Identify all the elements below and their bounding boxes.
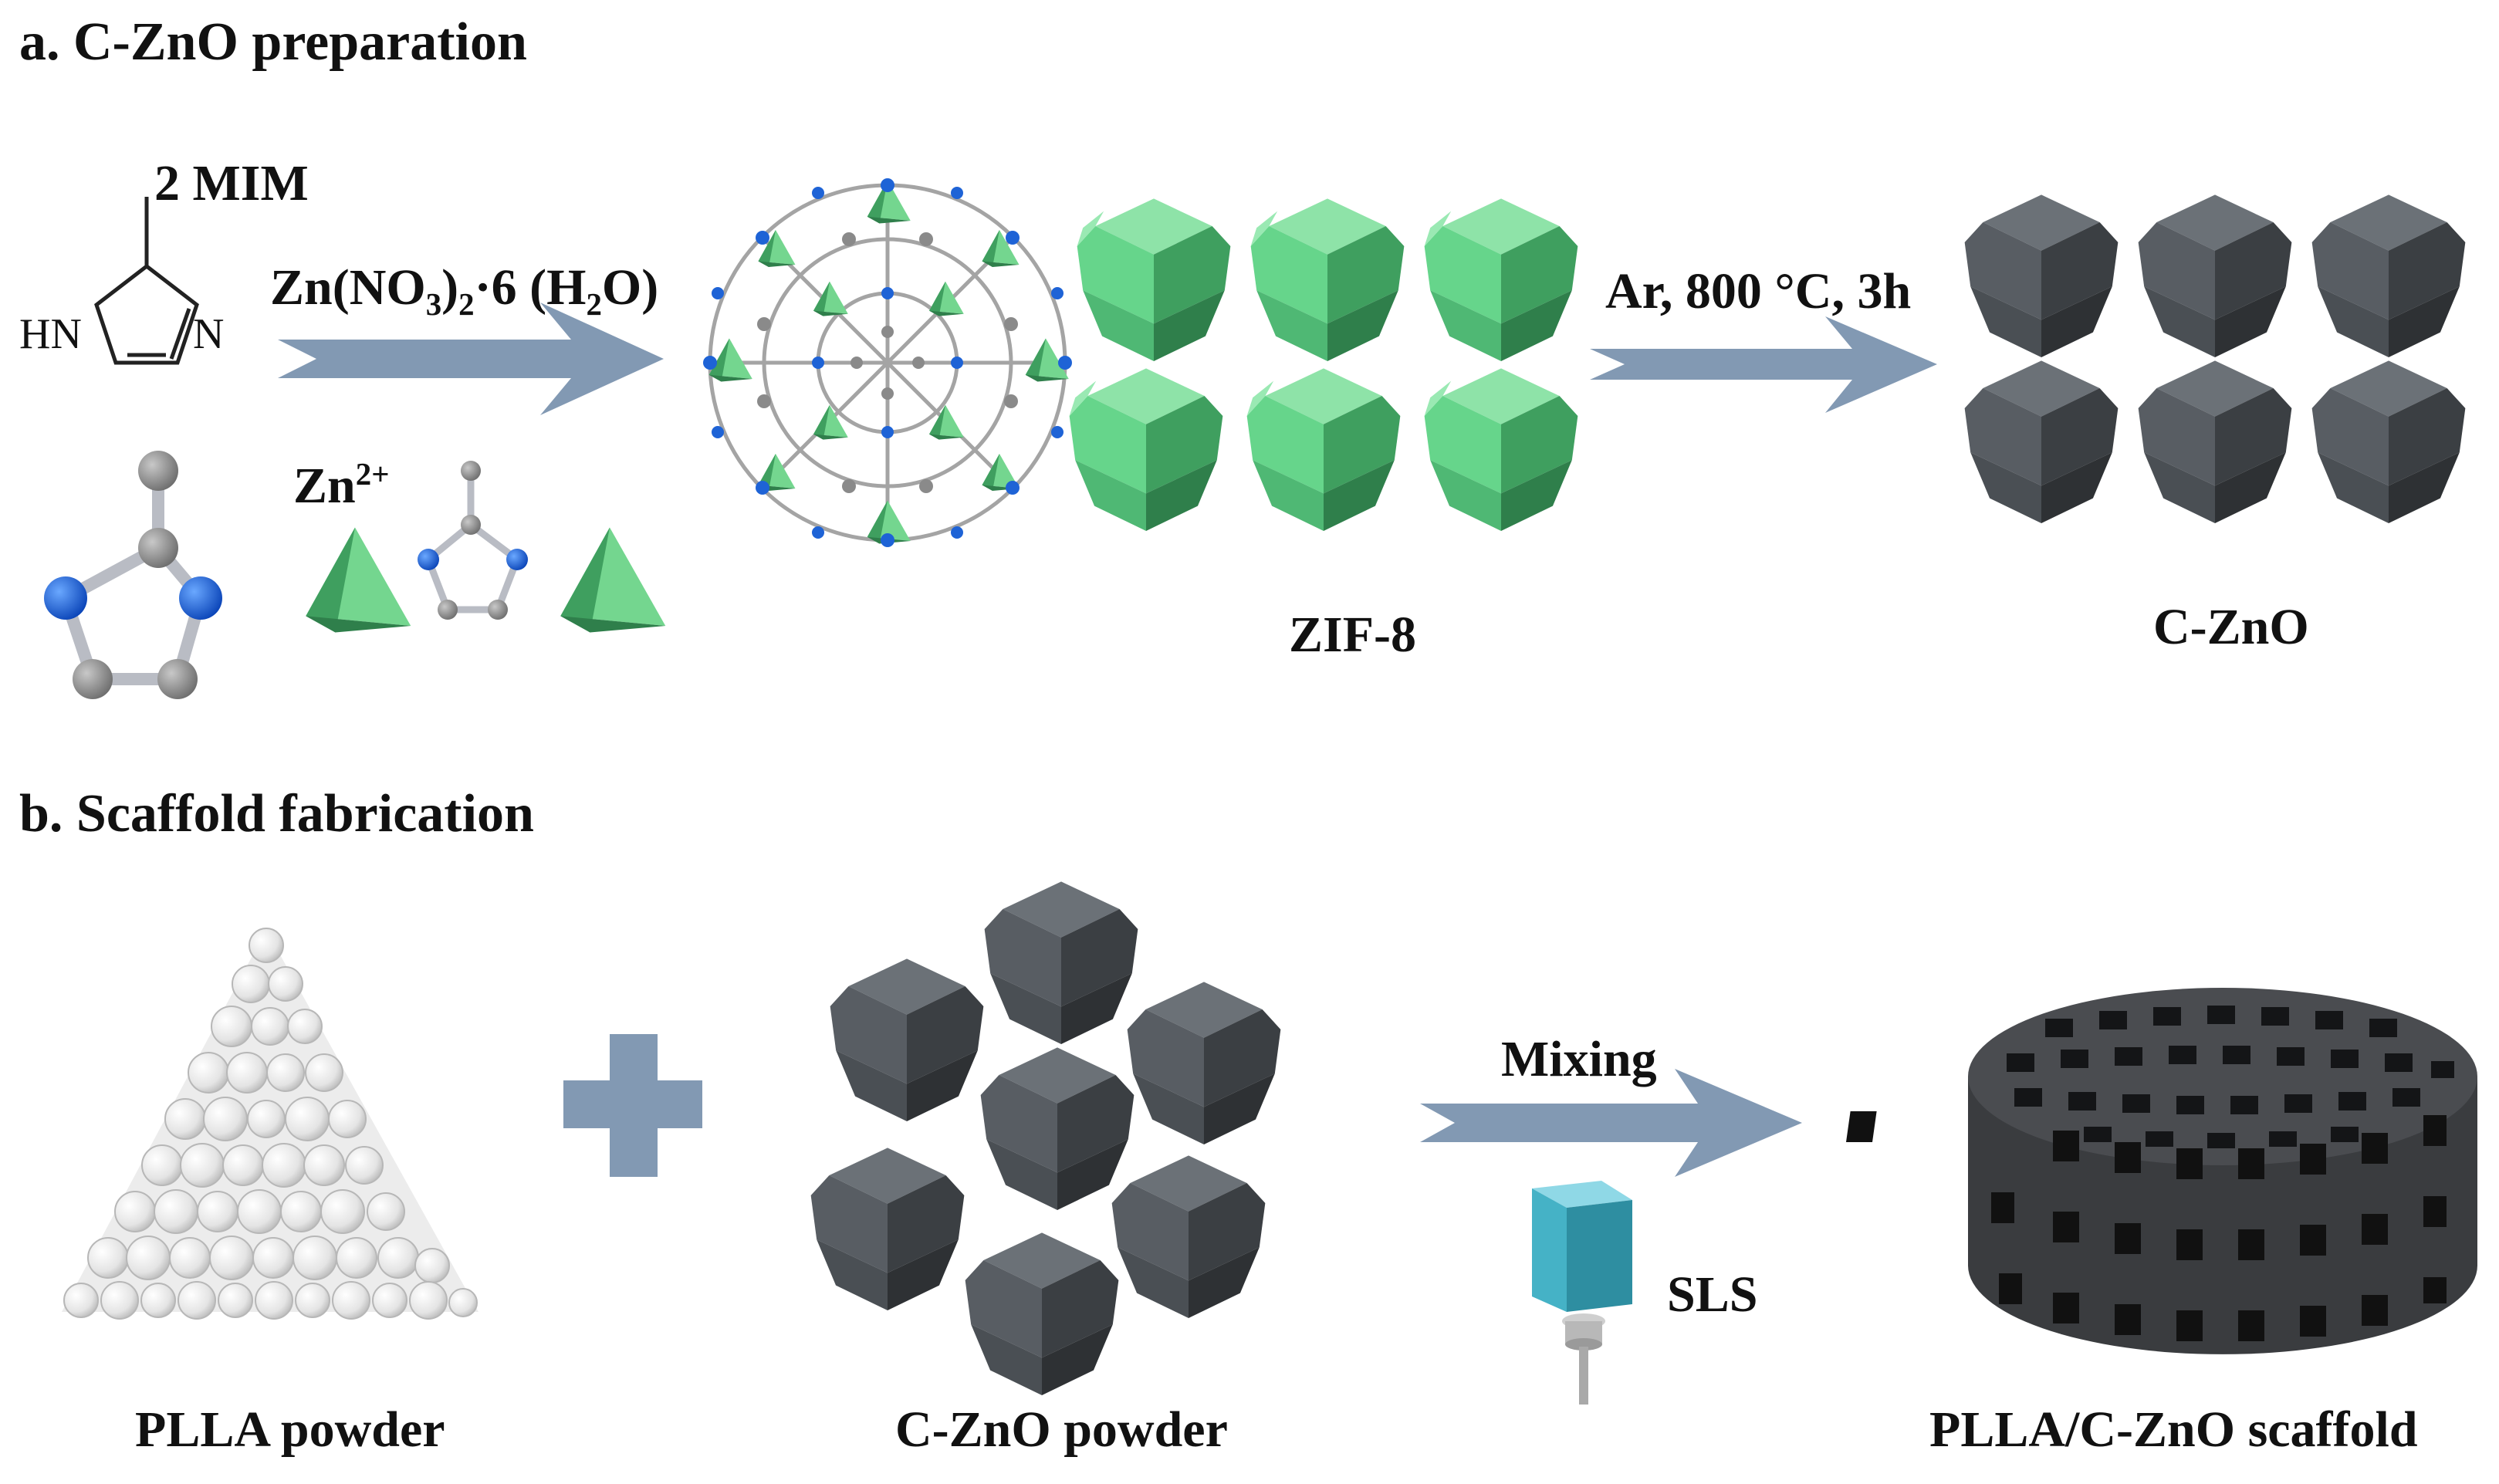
plla-powder-label: PLLA powder	[135, 1401, 445, 1458]
plla-powder-cone	[62, 928, 478, 1320]
reagent-label: Zn(NO3)2·6 (H2O)	[270, 259, 659, 323]
czno-crystals	[1964, 194, 2466, 523]
mim-ball-model	[44, 451, 222, 699]
zn-tetrahedron-icon	[306, 527, 411, 633]
mixing-label: Mixing	[1501, 1031, 1657, 1087]
scaffold-cylinder	[1845, 988, 2477, 1354]
small-mim-model	[418, 461, 528, 620]
sls-laser-head-icon	[1532, 1181, 1632, 1405]
mim-label: 2 MIM	[154, 155, 309, 211]
plus-icon	[563, 1034, 702, 1177]
czno-label: C-ZnO	[2153, 599, 2309, 655]
zif8-crystals	[1069, 198, 1578, 531]
czno-powder-cluster	[810, 881, 1281, 1395]
mim-structure	[94, 197, 199, 365]
pyrolysis-condition-label: Ar, 800 °C, 3h	[1605, 263, 1912, 319]
zn-tetrahedron-icon	[560, 527, 666, 633]
mim-n-label: N	[193, 310, 225, 358]
mim-nh-label: HN	[19, 310, 82, 358]
section-b-title: b. Scaffold fabrication	[19, 784, 534, 843]
zif8-framework	[703, 178, 1072, 547]
zif8-label: ZIF-8	[1289, 607, 1416, 663]
sls-label: SLS	[1667, 1266, 1758, 1323]
czno-powder-label: C-ZnO powder	[895, 1401, 1228, 1458]
section-a-title: a. C-ZnO preparation	[19, 12, 527, 72]
synthesis-arrow	[278, 303, 664, 415]
zinc-ion-label: Zn2+	[293, 457, 390, 514]
pyrolysis-arrow	[1590, 316, 1937, 413]
scaffold-label: PLLA/C-ZnO scaffold	[1929, 1401, 2418, 1458]
mixing-arrow	[1420, 1069, 1802, 1177]
